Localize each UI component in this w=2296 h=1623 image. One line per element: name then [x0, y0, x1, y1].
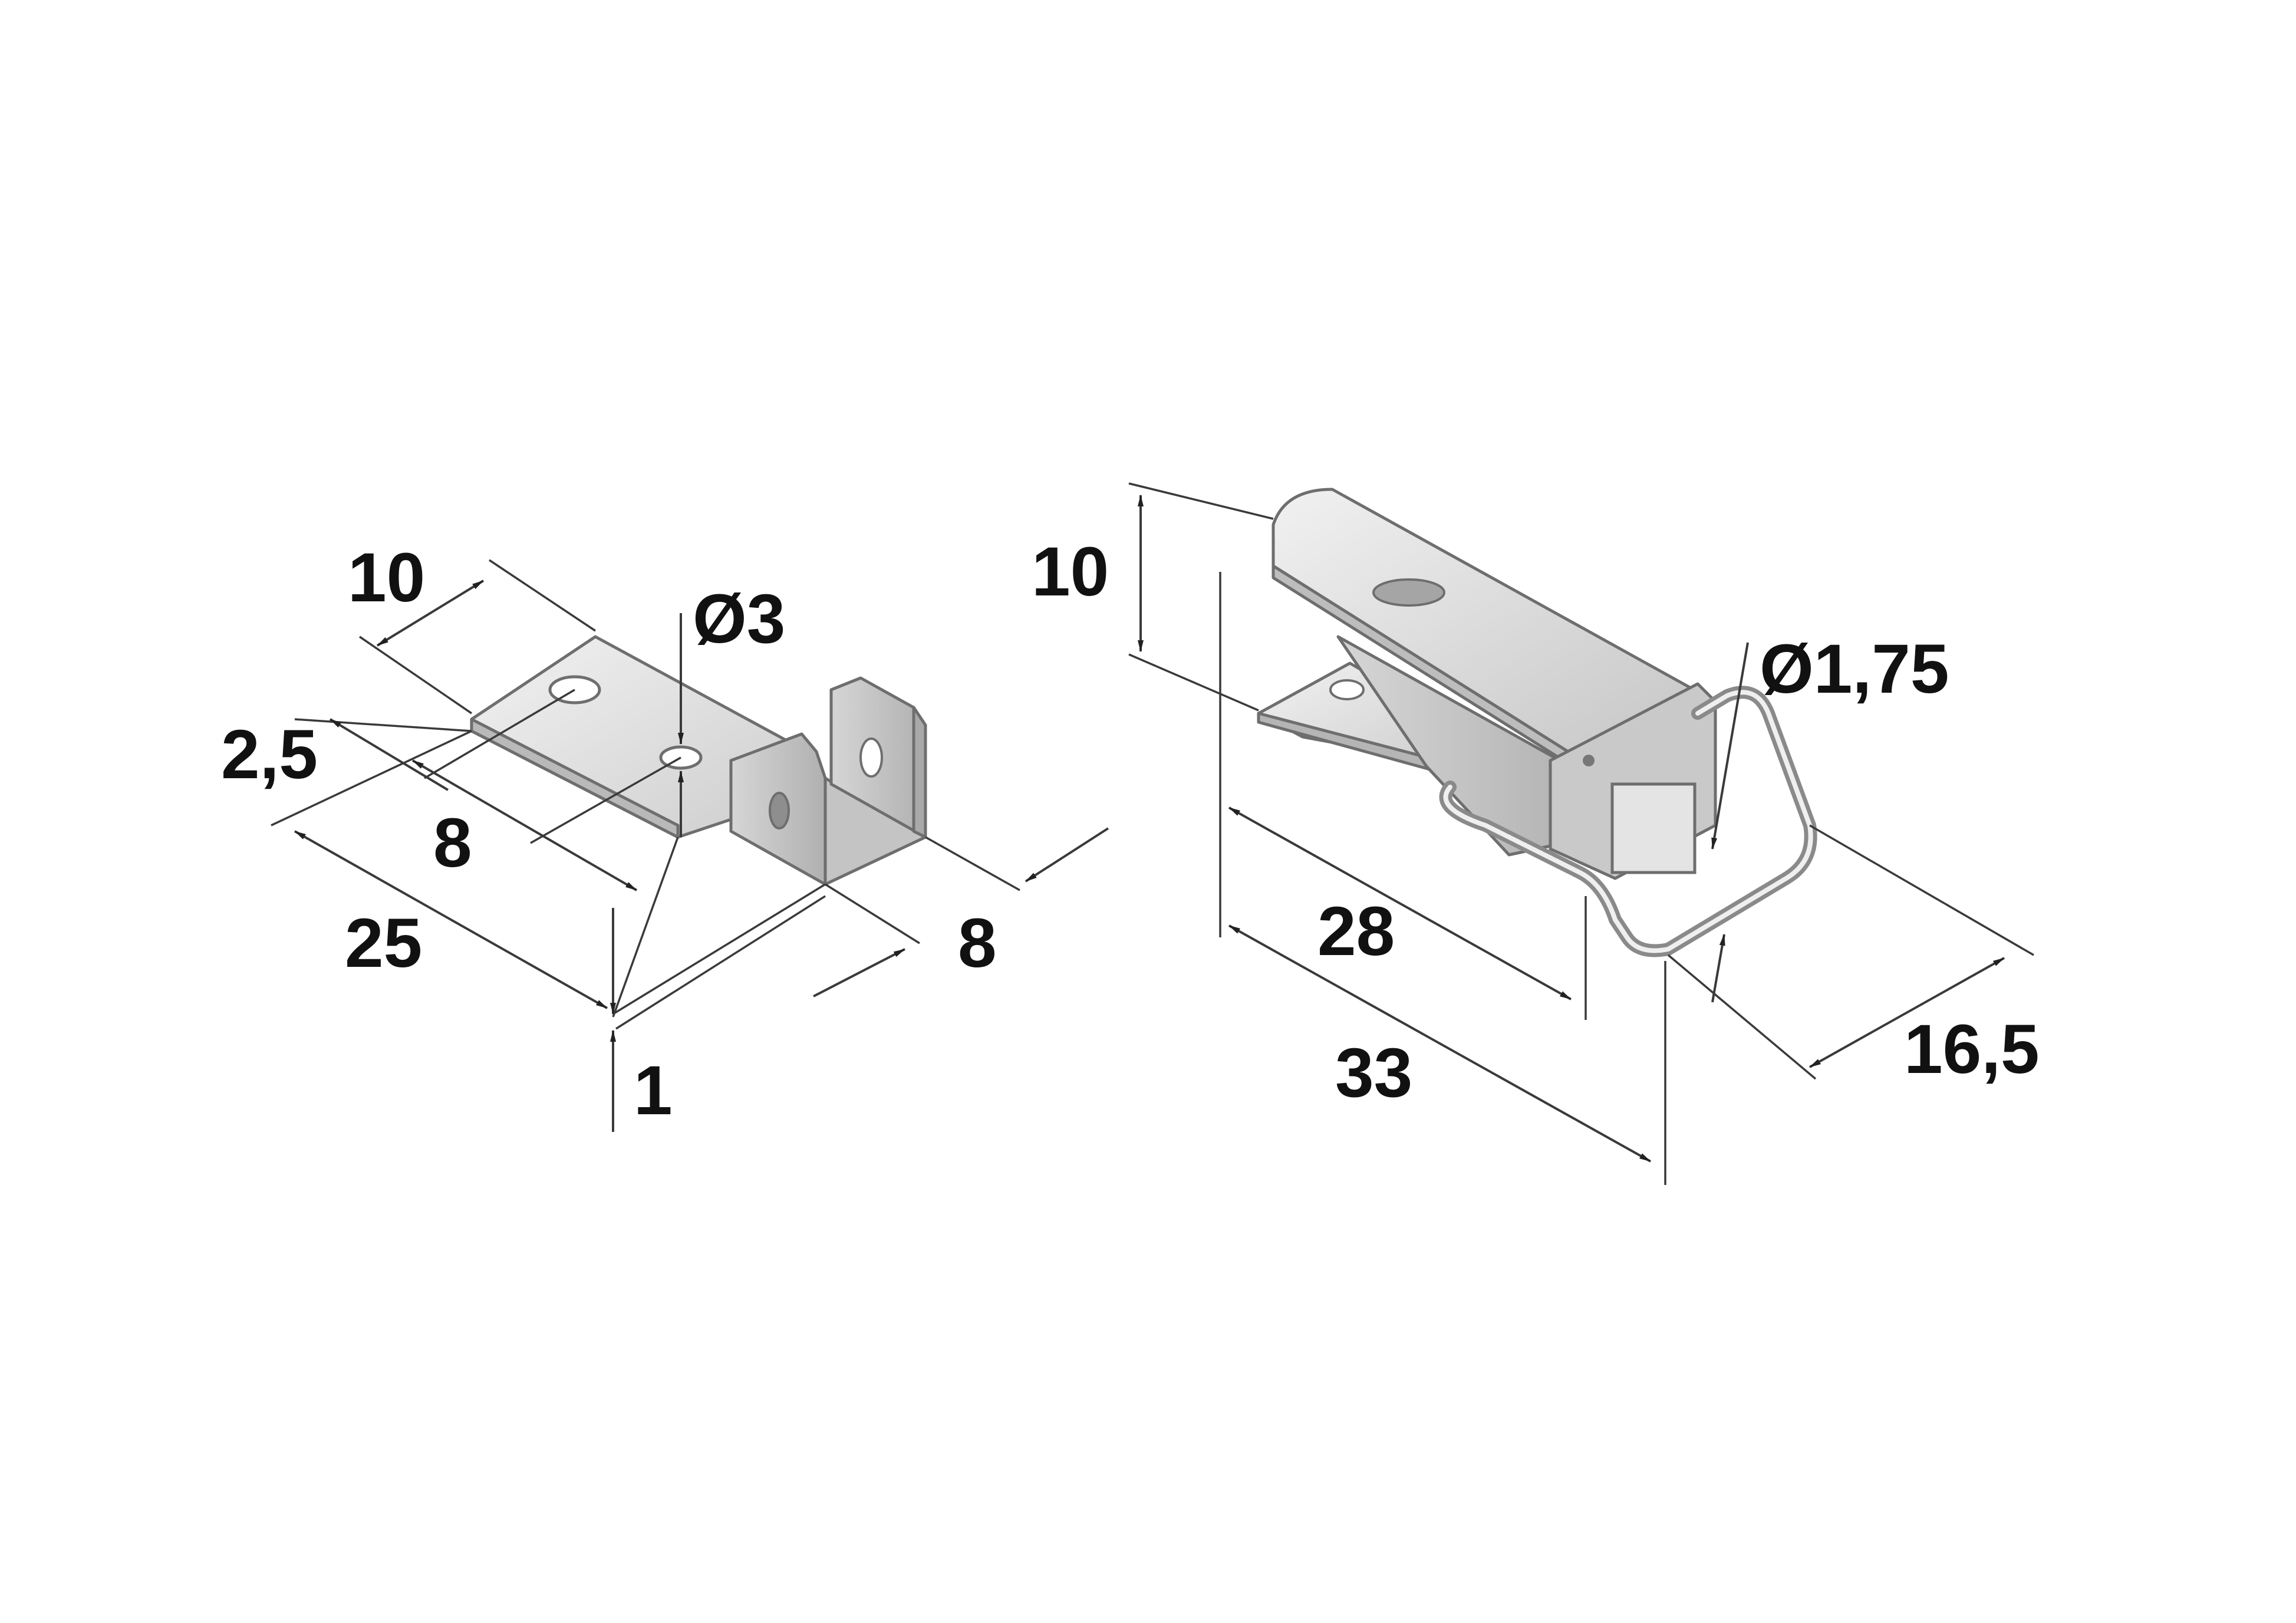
latch-labels: 10 Ø1,75 28 33 16,5 — [1032, 533, 2040, 1112]
staple-flange-hole-right — [859, 738, 883, 778]
latch-dimensions — [1128, 482, 2034, 1185]
staple-labels: 10 Ø3 2,5 8 25 8 1 — [221, 539, 997, 1130]
dim-staple-hole-offset: 2,5 — [221, 716, 318, 794]
staple-flange-hole-left — [769, 792, 790, 829]
dim-staple-thickness: 1 — [634, 1052, 673, 1130]
latch-part — [1257, 488, 1817, 957]
latch-rivet — [1583, 755, 1595, 766]
dim-latch-width: 16,5 — [1904, 1010, 2040, 1088]
dim-staple-hole-spacing: 8 — [433, 804, 472, 882]
dim-staple-hole-diameter: Ø3 — [693, 580, 785, 658]
dim-staple-width-top: 10 — [348, 539, 425, 617]
dim-latch-wire-diameter: Ø1,75 — [1760, 630, 1949, 708]
latch-base-hole — [1329, 679, 1365, 700]
latch-box-opening — [1610, 782, 1697, 874]
staple-dimensions — [271, 559, 1109, 1132]
dim-latch-overall-length: 33 — [1335, 1034, 1412, 1112]
dim-latch-height: 10 — [1032, 533, 1109, 611]
staple-part — [470, 635, 927, 886]
dim-latch-body-length: 28 — [1317, 893, 1395, 970]
staple-flange-right-front — [912, 706, 927, 839]
dim-staple-flange-width: 8 — [958, 904, 997, 982]
dim-staple-length: 25 — [345, 904, 422, 982]
latch-lever-slot — [1372, 578, 1445, 607]
